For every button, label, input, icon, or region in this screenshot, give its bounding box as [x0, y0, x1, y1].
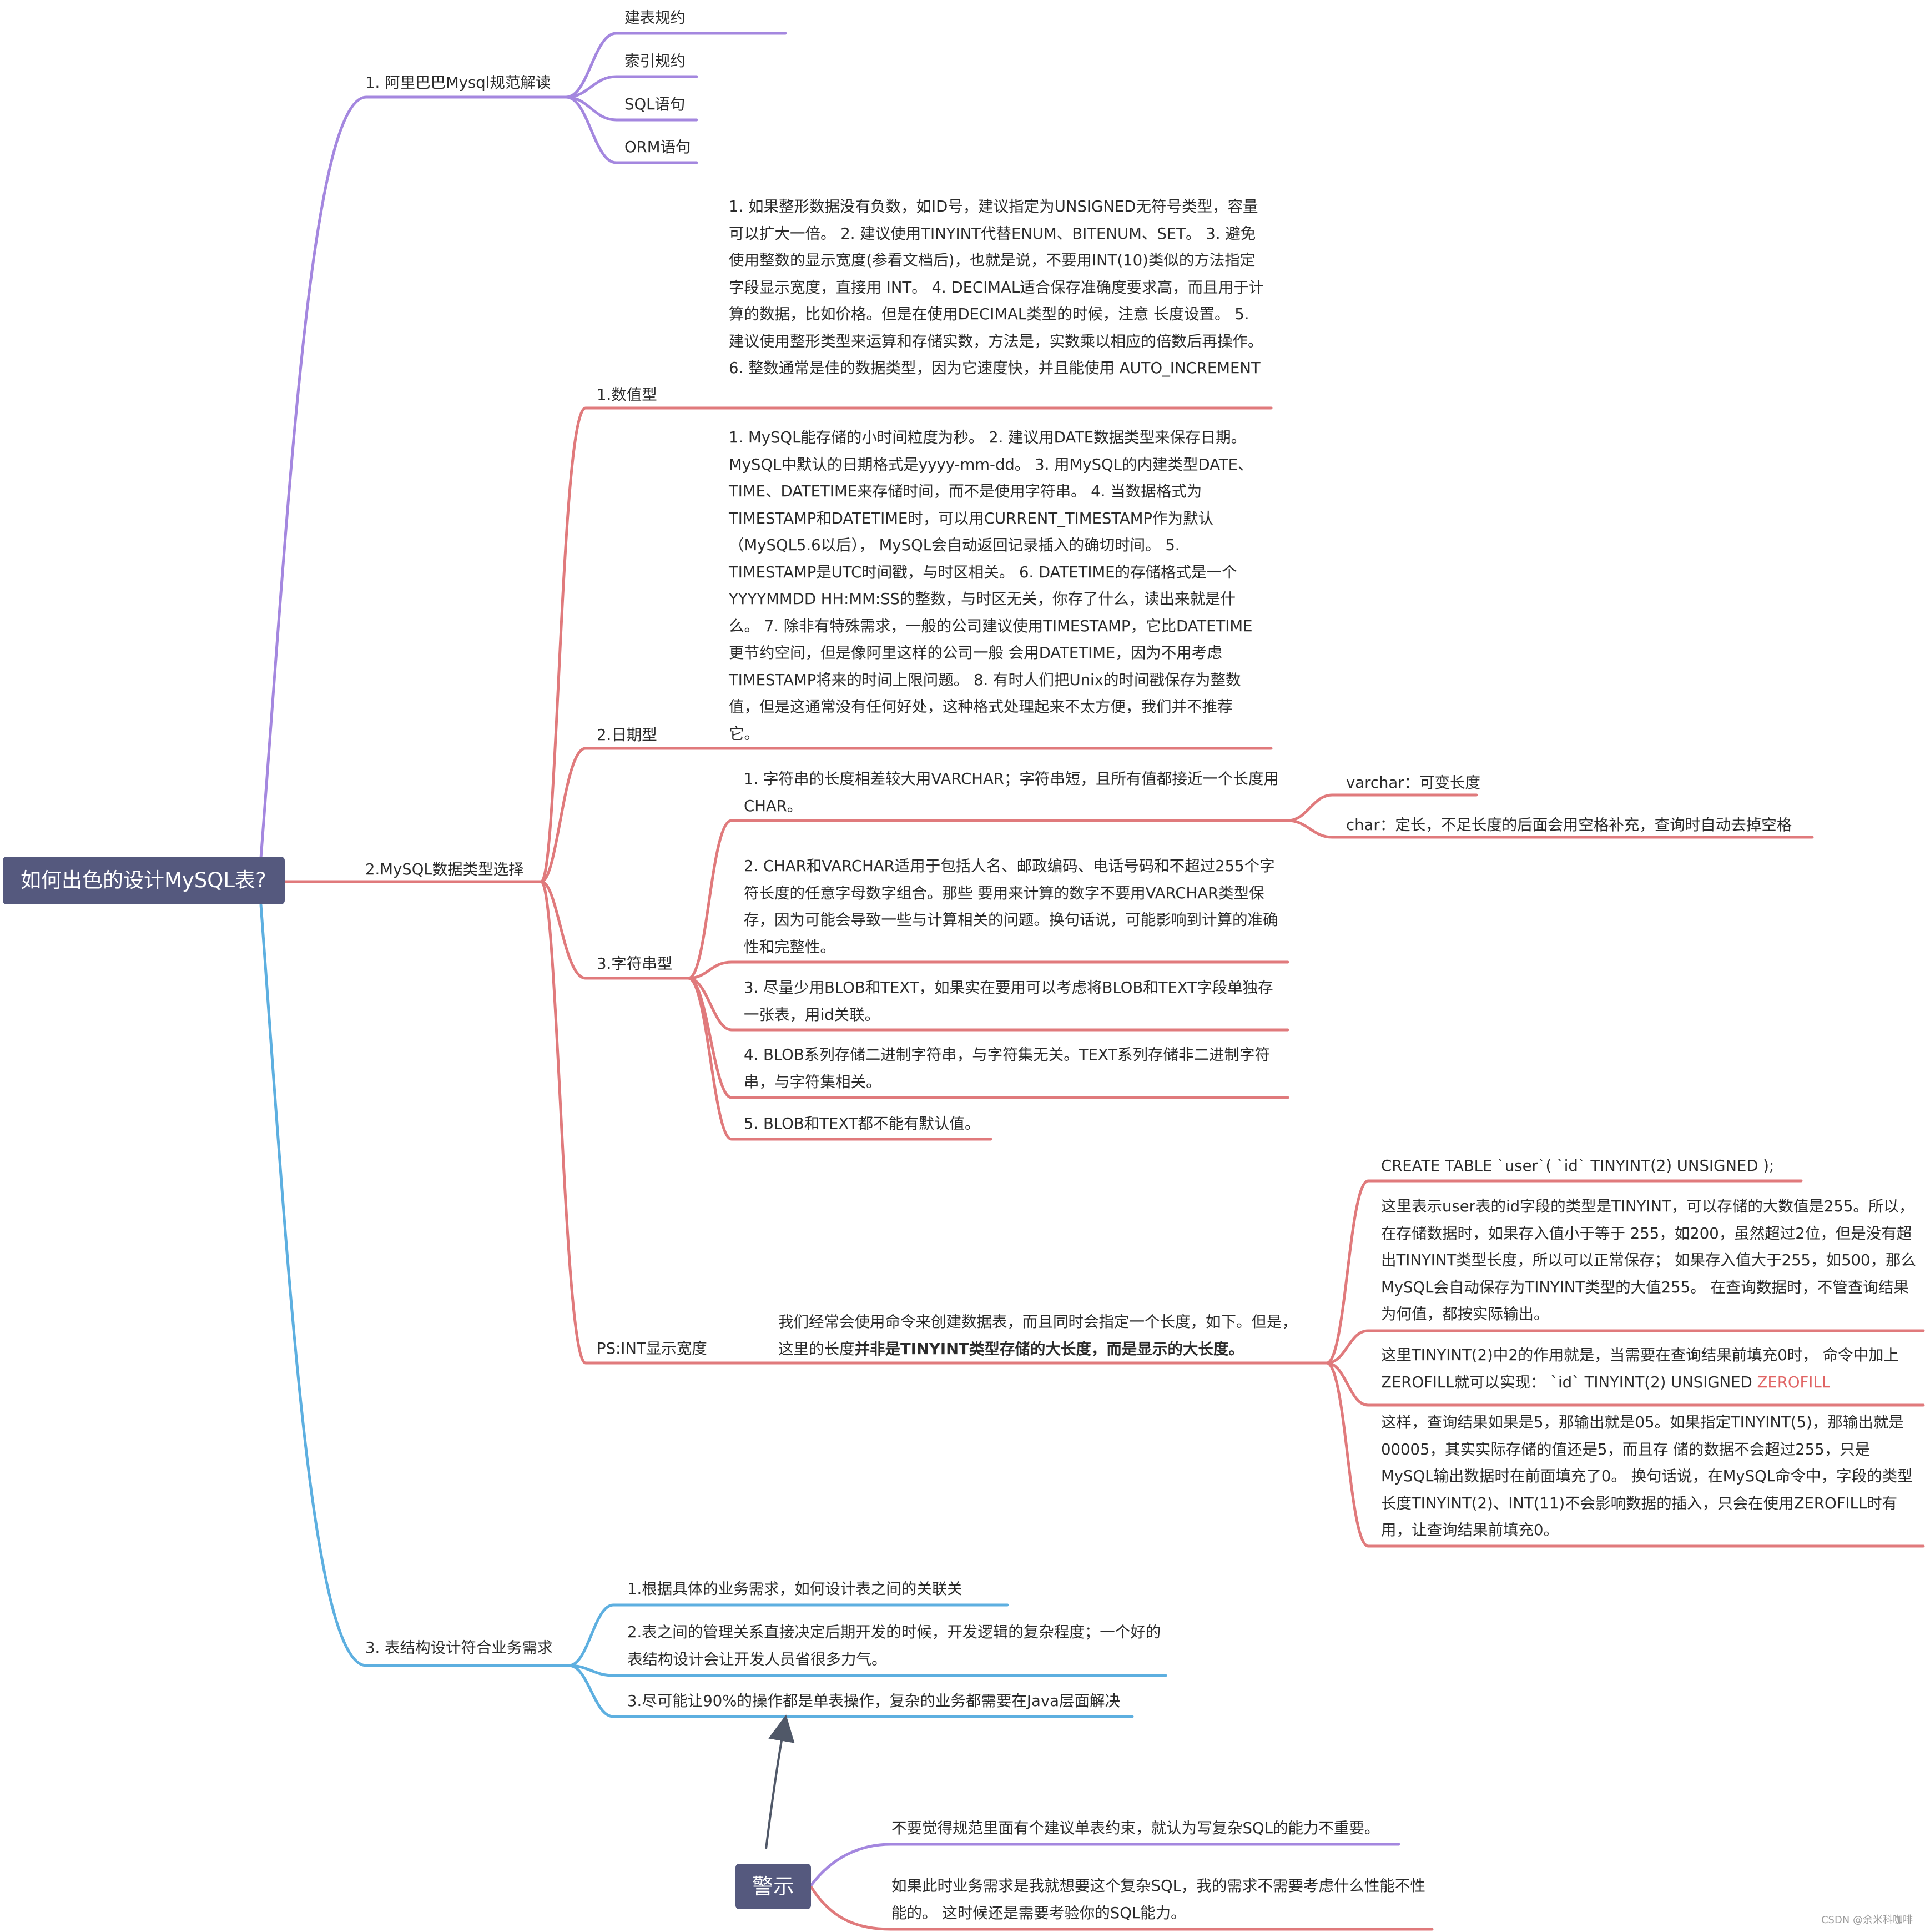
watermark: CSDN @余米科咖啡 — [1821, 1914, 1913, 1926]
create-table-sql[interactable]: CREATE TABLE `user`( `id` TINYINT(2) UNS… — [1381, 1157, 1775, 1175]
branch-business-requirements[interactable]: 3. 表结构设计符合业务需求 — [365, 1639, 553, 1657]
warning-item-2[interactable]: 如果此时业务需求是我就想要这个复杂SQL，我的需求不需要考虑什么性能不性能的。 … — [891, 1877, 1425, 1922]
string-item-4[interactable]: 4. BLOB系列存储二进制字符串，与字符集无关。TEXT系列存储非二进制字符串… — [744, 1046, 1271, 1091]
varchar-note[interactable]: varchar：可变长度 — [1346, 774, 1481, 792]
business-item-1[interactable]: 1.根据具体的业务需求，如何设计表之间的关联关 — [627, 1580, 962, 1598]
int-display-width-intro[interactable]: 我们经常会使用命令来创建数据表，而且同时会指定一个长度，如下。但是，这里的长度并… — [778, 1313, 1297, 1358]
warning-item-1[interactable]: 不要觉得规范里面有个建议单表约束，就认为写复杂SQL的能力不重要。 — [891, 1819, 1380, 1837]
warning-node[interactable]: 警示 — [735, 1864, 811, 1909]
item-table-spec[interactable]: 建表规约 — [624, 9, 686, 27]
node-int-display-width[interactable]: PS:INT显示宽度 — [597, 1340, 707, 1357]
business-item-3[interactable]: 3.尽可能让90%的操作都是单表操作，复杂的业务都需要在Java层面解决 — [627, 1692, 1120, 1710]
numeric-type-notes[interactable]: 1. 如果整形数据没有负数，如ID号，建议指定为UNSIGNED无符号类型，容量… — [729, 198, 1264, 377]
item-index-spec[interactable]: 索引规约 — [624, 52, 686, 70]
item-sql-statement[interactable]: SQL语句 — [624, 95, 686, 113]
string-item-2[interactable]: 2. CHAR和VARCHAR适用于包括人名、邮政编码、电话号码和不超过255个… — [744, 857, 1278, 956]
branch-datatype-selection[interactable]: 2.MySQL数据类型选择 — [365, 861, 524, 878]
node-date-type[interactable]: 2.日期型 — [597, 726, 657, 744]
string-item-5[interactable]: 5. BLOB和TEXT都不能有默认值。 — [744, 1115, 980, 1133]
node-string-type[interactable]: 3.字符串型 — [597, 955, 673, 973]
string-item-3[interactable]: 3. 尽量少用BLOB和TEXT，如果实在要用可以考虑将BLOB和TEXT字段单… — [744, 979, 1273, 1024]
string-item-1[interactable]: 1. 字符串的长度相差较大用VARCHAR；字符串短，且所有值都接近一个长度用C… — [744, 770, 1279, 815]
branch-alibaba-spec[interactable]: 1. 阿里巴巴Mysql规范解读 — [365, 74, 551, 92]
node-numeric-type[interactable]: 1.数值型 — [597, 386, 657, 404]
root-node[interactable]: 如何出色的设计MySQL表? — [3, 857, 285, 904]
date-type-notes[interactable]: 1. MySQL能存储的小时间粒度为秒。 2. 建议用DATE数据类型来保存日期… — [729, 429, 1253, 743]
zerofill-output-note[interactable]: 这样，查询结果如果是5，那输出就是05。如果指定TINYINT(5)，那输出就是… — [1381, 1413, 1913, 1539]
tinyint-range-note[interactable]: 这里表示user表的id字段的类型是TINYINT，可以存储的大数值是255。所… — [1381, 1198, 1916, 1323]
item-orm-statement[interactable]: ORM语句 — [624, 138, 691, 156]
business-item-2[interactable]: 2.表之间的管理关系直接决定后期开发的时候，开发逻辑的复杂程度；一个好的表结构设… — [627, 1623, 1161, 1668]
zerofill-keyword: ZEROFILL — [1757, 1373, 1831, 1391]
char-note[interactable]: char：定长，不足长度的后面会用空格补充，查询时自动去掉空格 — [1346, 816, 1792, 834]
zerofill-note[interactable]: 这里TINYINT(2)中2的作用就是，当需要在查询结果前填充0时， 命令中加上… — [1381, 1346, 1899, 1391]
